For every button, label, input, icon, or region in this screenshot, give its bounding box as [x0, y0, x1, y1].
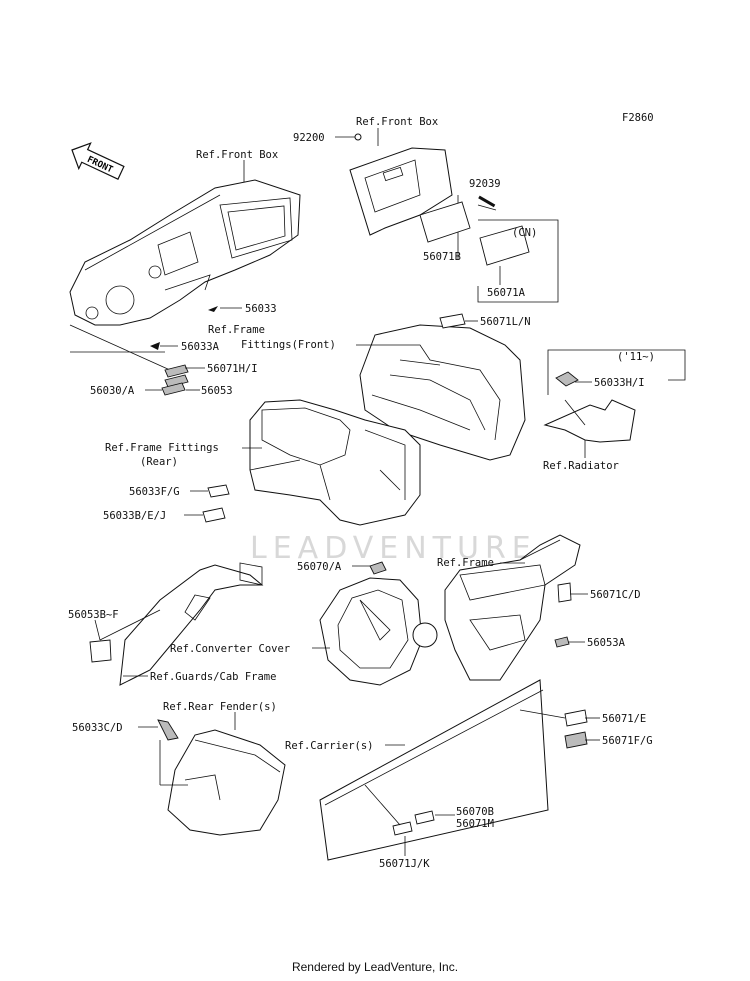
label-92200: 92200	[293, 132, 325, 144]
guards-cab-frame	[119, 562, 264, 686]
label-56071HI: 56071H/I	[207, 363, 258, 375]
label-ref-converter-cover: Ref.Converter Cover	[170, 643, 290, 655]
label-56070B: 56070B	[456, 806, 494, 818]
label-ref-guards-cab-frame: Ref.Guards/Cab Frame	[150, 671, 276, 683]
label-56033A: 56033A	[181, 341, 220, 353]
label-ref-frame-fittings-rear-2: (Rear)	[140, 456, 178, 468]
label-56070A: 56070/A	[297, 561, 342, 573]
diagram-code: F2860	[622, 112, 654, 124]
front-arrow-icon: FRONT	[71, 142, 125, 180]
label-56033CD: 56033C/D	[72, 722, 123, 734]
radiator-shroud	[543, 399, 636, 443]
label-ref-front-box-top: Ref.Front Box	[356, 116, 438, 128]
sticker-56071A	[479, 225, 530, 266]
label-56033HI: 56033H/I	[594, 377, 645, 389]
label-year11: ('11~)	[617, 351, 655, 363]
frame-fittings-rear	[249, 399, 421, 526]
label-56053: 56053	[201, 385, 233, 397]
label-56033FG: 56033F/G	[129, 486, 180, 498]
label-ref-frame-fittings-rear-1: Ref.Frame Fittings	[105, 442, 219, 454]
label-56071LN: 56071L/N	[480, 316, 531, 328]
watermark: LEADVENTURE	[250, 531, 537, 566]
label-56033BEJ: 56033B/E/J	[103, 510, 166, 522]
dashboard-part	[69, 179, 301, 326]
sticker-56071B	[419, 201, 471, 243]
label-56071M: 56071M	[456, 818, 494, 830]
label-56071E: 56071/E	[602, 713, 646, 725]
frame-part	[444, 534, 581, 681]
front-box-lid	[349, 147, 453, 236]
label-ref-rear-fenders: Ref.Rear Fender(s)	[163, 701, 277, 713]
label-56071FG: 56071F/G	[602, 735, 653, 747]
label-56030A: 56030/A	[90, 385, 135, 397]
label-56053BF: 56053B~F	[68, 609, 119, 621]
label-56053A: 56053A	[587, 637, 626, 649]
frame-fittings-front	[359, 324, 526, 461]
label-cn: (CN)	[512, 227, 537, 239]
label-56071A: 56071A	[487, 287, 526, 299]
label-56071B: 56071B	[423, 251, 461, 263]
carrier-panel	[319, 679, 549, 861]
converter-cover	[319, 577, 438, 686]
label-56071CD: 56071C/D	[590, 589, 641, 601]
label-ref-frame: Ref.Frame	[437, 557, 494, 569]
rear-fender	[167, 729, 286, 836]
label-ref-carriers: Ref.Carrier(s)	[285, 740, 374, 752]
label-56071JK: 56071J/K	[379, 858, 430, 870]
label-ref-frame-fittings-front-1: Ref.Frame	[208, 324, 265, 336]
label-92039: 92039	[469, 178, 501, 190]
label-ref-front-box: Ref.Front Box	[196, 149, 278, 161]
label-ref-frame-fittings-front-2: Fittings(Front)	[241, 339, 336, 351]
label-56033: 56033	[245, 303, 277, 315]
label-ref-radiator: Ref.Radiator	[543, 460, 619, 472]
footer-credit: Rendered by LeadVenture, Inc.	[291, 960, 459, 974]
